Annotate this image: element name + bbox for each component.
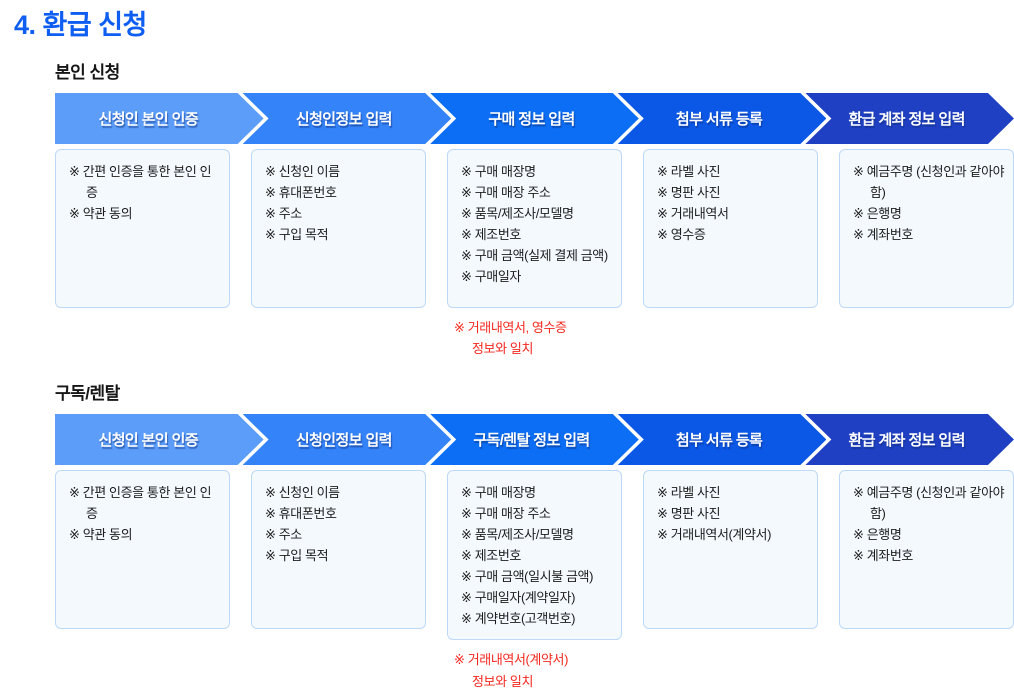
box-item: ※ 명판 사진 [657, 506, 721, 522]
box-item: ※ 주소 [265, 206, 302, 222]
box-item: ※ 구매 금액(실제 결제 금액) [461, 248, 608, 264]
step-box: ※ 신청인 이름 ※ 휴대폰번호 ※ 주소 ※ 구입 목적 [251, 470, 426, 630]
box-item: ※ 구매 매장명 [461, 164, 536, 180]
note-line: 정보와 일치 [472, 341, 534, 357]
box-item: ※ 영수증 [657, 227, 706, 243]
box-item: ※ 은행명 [853, 527, 902, 543]
box-item: ※ 휴대폰번호 [265, 185, 337, 201]
step-box: ※ 예금주명 (신청인과 같아야 함) ※ 은행명 ※ 계좌번호 [839, 149, 1014, 309]
box-item: ※ 은행명 [853, 206, 902, 222]
box-item: ※ 명판 사진 [657, 185, 721, 201]
step-box: ※ 구매 매장명 ※ 구매 매장 주소 ※ 품목/제조사/모델명 ※ 제조번호 ※ 구매… [447, 149, 622, 309]
box-item: ※ 구매 매장 주소 [461, 185, 551, 201]
box-item: ※ 거래내역서(계약서) [657, 527, 772, 543]
box-item: ※ 예금주명 (신청인과 같아야 함) [853, 164, 1005, 201]
step-arrow: 신청인 본인 인증 [55, 93, 264, 144]
step-arrow-label: 신청인정보 입력 [295, 432, 392, 450]
box-item: ※ 구매 매장명 [461, 485, 536, 501]
step-arrow-label: 환급 계좌 정보 입력 [848, 432, 965, 450]
step-arrow-label: 첨부 서류 등록 [675, 432, 763, 450]
step-box: ※ 간편 인증을 통한 본인 인증 ※ 약관 동의 [55, 149, 230, 309]
step-arrow: 환급 계좌 정보 입력 [805, 93, 1014, 144]
step-arrow-label: 신청인정보 입력 [295, 111, 392, 129]
box-item: ※ 라벨 사진 [657, 485, 721, 501]
box-item: ※ 약관 동의 [69, 206, 133, 222]
step-box: ※ 신청인 이름 ※ 휴대폰번호 ※ 주소 ※ 구입 목적 [251, 149, 426, 309]
step-boxes-row: ※ 간편 인증을 통한 본인 인증※ 약관 동의※ 신청인 이름※ 휴대폰번호※… [55, 149, 1014, 309]
step-note-empty [55, 317, 230, 362]
box-item: ※ 휴대폰번호 [265, 506, 337, 522]
step-arrow: 신청인정보 입력 [243, 93, 452, 144]
step-arrow: 신청인정보 입력 [243, 414, 452, 465]
box-item: ※ 구입 목적 [265, 548, 329, 564]
box-item: ※ 라벨 사진 [657, 164, 721, 180]
box-item: ※ 품목/제조사/모델명 [461, 527, 574, 543]
box-item: ※ 신청인 이름 [265, 164, 340, 180]
box-item: ※ 구매 매장 주소 [461, 506, 551, 522]
step-box: ※ 구매 매장명 ※ 구매 매장 주소 ※ 품목/제조사/모델명 ※ 제조번호 ※ 구매… [447, 470, 622, 641]
step-box: ※ 간편 인증을 통한 본인 인증 ※ 약관 동의 [55, 470, 230, 630]
step-notes-row: ※ 거래내역서(계약서) 정보와 일치 [55, 649, 1014, 694]
step-arrows-row: 신청인 본인 인증 신청인정보 입력 구매 정보 입력 첨부 서류 등록 환급 계좌 정… [55, 93, 1014, 144]
step-arrow: 첨부 서류 등록 [618, 93, 827, 144]
step-arrow-label: 구독/렌탈 정보 입력 [473, 432, 590, 450]
step-arrow: 첨부 서류 등록 [618, 414, 827, 465]
page-title: 4. 환급 신청 [14, 10, 147, 40]
box-item: ※ 구매일자(계약일자) [461, 590, 576, 606]
note-line: 정보와 일치 [472, 673, 534, 689]
step-box: ※ 라벨 사진 ※ 명판 사진 ※ 거래내역서(계약서) [643, 470, 818, 630]
box-item: ※ 주소 [265, 527, 302, 543]
step-arrow-label: 환급 계좌 정보 입력 [848, 111, 965, 129]
step-note-empty [251, 317, 426, 362]
box-item: ※ 거래내역서 [657, 206, 729, 222]
box-item: ※ 신청인 이름 [265, 485, 340, 501]
step-note-empty [643, 649, 818, 694]
step-arrow-label: 첨부 서류 등록 [675, 111, 763, 129]
step-box: ※ 예금주명 (신청인과 같아야 함) ※ 은행명 ※ 계좌번호 [839, 470, 1014, 630]
note-line: ※ 거래내역서(계약서) [454, 652, 569, 668]
box-item: ※ 구매일자 [461, 269, 521, 285]
box-item: ※ 구입 목적 [265, 227, 329, 243]
section-label: 본인 신청 [55, 63, 120, 83]
flow-section-subscription: 구독/렌탈 신청인 본인 인증 신청인정보 입력 구독/렌탈 정보 입력 첨부 서류 … [55, 379, 1014, 694]
section-label: 구독/렌탈 [55, 384, 120, 404]
step-arrow-label: 구매 정보 입력 [488, 111, 575, 129]
step-arrows-row: 신청인 본인 인증 신청인정보 입력 구독/렌탈 정보 입력 첨부 서류 등록 환급 계… [55, 414, 1014, 465]
step-arrow-label: 신청인 본인 인증 [98, 111, 199, 129]
step-note-empty [251, 649, 426, 694]
step-note: ※ 거래내역서(계약서) 정보와 일치 [447, 649, 622, 694]
step-box: ※ 라벨 사진 ※ 명판 사진 ※ 거래내역서 ※ 영수증 [643, 149, 818, 309]
box-item: ※ 약관 동의 [69, 527, 133, 543]
box-item: ※ 간편 인증을 통한 본인 인증 [69, 164, 212, 201]
box-item: ※ 간편 인증을 통한 본인 인증 [69, 485, 212, 522]
box-item: ※ 구매 금액(일시불 금액) [461, 569, 594, 585]
box-item: ※ 예금주명 (신청인과 같아야 함) [853, 485, 1005, 522]
step-note-empty [839, 317, 1014, 362]
box-item: ※ 계약번호(고객번호) [461, 611, 576, 627]
step-boxes-row: ※ 간편 인증을 통한 본인 인증※ 약관 동의※ 신청인 이름※ 휴대폰번호※… [55, 470, 1014, 641]
step-note-empty [643, 317, 818, 362]
note-line: ※ 거래내역서, 영수증 [454, 320, 567, 336]
box-item: ※ 제조번호 [461, 548, 521, 564]
box-item: ※ 계좌번호 [853, 548, 913, 564]
step-arrow-label: 신청인 본인 인증 [98, 432, 199, 450]
step-arrow: 구매 정보 입력 [430, 93, 639, 144]
step-arrow: 환급 계좌 정보 입력 [805, 414, 1014, 465]
box-item: ※ 계좌번호 [853, 227, 913, 243]
flow-section-personal: 본인 신청 신청인 본인 인증 신청인정보 입력 구매 정보 입력 첨부 서류 등록 환… [55, 58, 1014, 362]
step-note-empty [839, 649, 1014, 694]
step-arrow: 구독/렌탈 정보 입력 [430, 414, 639, 465]
step-note-empty [55, 649, 230, 694]
step-arrow: 신청인 본인 인증 [55, 414, 264, 465]
box-item: ※ 제조번호 [461, 227, 521, 243]
box-item: ※ 품목/제조사/모델명 [461, 206, 574, 222]
